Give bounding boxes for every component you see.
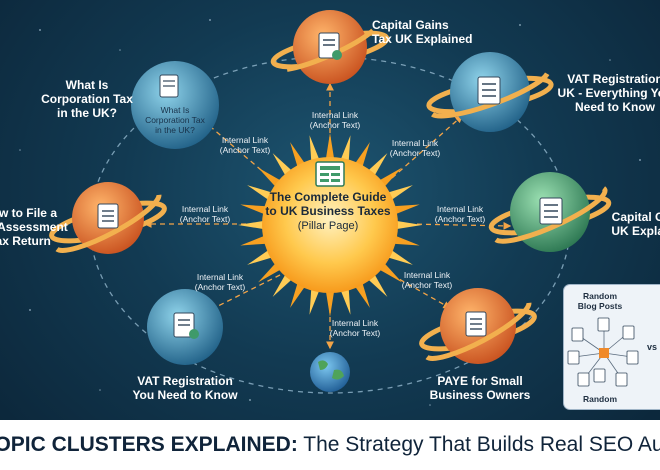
link-label-top: Internal Link (Anchor Text): [309, 110, 361, 130]
random-docs-graphic: [567, 317, 639, 387]
sun-ray: [309, 135, 321, 164]
pillar-page-label: The Complete Guide to UK Business Taxes …: [258, 190, 398, 233]
inset-footer: Random: [583, 394, 617, 404]
topic-cluster-diagram: [19, 10, 641, 406]
planet-right: [488, 172, 612, 252]
sun-ray: [339, 286, 351, 315]
label-right: Capital Gains UK Explained: [611, 210, 660, 238]
stars: [19, 19, 641, 406]
banner-title-rest: The Strategy That Builds Real SEO Author…: [303, 433, 660, 456]
planet-top: [270, 10, 390, 84]
sun-ray: [290, 142, 307, 170]
sun-ray: [325, 288, 335, 317]
sun-ray: [391, 234, 420, 246]
inset-title: Random Blog Posts: [577, 291, 623, 311]
sun-ray: [290, 280, 307, 308]
sun-ray: [238, 220, 267, 230]
label-bottom-right: PAYE for Small Business Owners: [429, 374, 531, 402]
link-label-left: Internal Link (Anchor Text): [179, 204, 231, 224]
pillar-title: The Complete Guide to UK Business Taxes: [265, 190, 391, 218]
link-label-top-left: Internal Link (Anchor Text): [219, 135, 271, 155]
pillar-document-icon: [315, 161, 345, 187]
link-label-right: Internal Link (Anchor Text): [434, 204, 486, 224]
sun-ray: [385, 248, 413, 265]
sun-ray: [325, 133, 335, 162]
planet-bottom-right: [419, 288, 537, 364]
label-top-left: What Is Corporation Tax in the UK?: [41, 78, 133, 120]
label-bottom-left: VAT Registration You Need to Know: [132, 374, 238, 402]
label-top: Capital Gains Tax UK Explained: [372, 18, 473, 46]
planet-bottom-left: [147, 289, 223, 365]
earth-planet: [310, 352, 350, 392]
label-left: How to File a Self Assessment Tax Return: [0, 206, 68, 248]
sun-ray: [391, 204, 420, 216]
link-label-bottom-left: Internal Link (Anchor Text): [194, 272, 246, 292]
sun-ray: [353, 280, 370, 308]
sun-ray: [385, 185, 413, 202]
planet-top-right: [426, 52, 554, 132]
sun-ray: [309, 286, 321, 315]
banner-title: TOPIC CLUSTERS EXPLAINED: The Strategy T…: [0, 433, 660, 457]
planet-top-left: [131, 61, 219, 149]
pillar-subtitle: (Pillar Page): [297, 220, 359, 232]
label-top-left-inner: What Is Corporation Tax in the UK?: [145, 105, 205, 135]
link-label-bottom-right: Internal Link (Anchor Text): [401, 270, 453, 290]
sun-ray: [240, 204, 269, 216]
sun-ray: [247, 185, 275, 202]
label-top-right: VAT Registration UK - Everything You Nee…: [557, 72, 660, 114]
title-banner: TOPIC CLUSTERS EXPLAINED: The Strategy T…: [0, 420, 660, 470]
sun-ray: [353, 142, 370, 170]
sun-ray: [247, 248, 275, 265]
planet-left: [49, 182, 167, 254]
pillar-sun: [262, 157, 398, 293]
link-label-bottom: Internal Link (Anchor Text): [329, 318, 381, 338]
random-posts-inset: Random Blog Posts vs Random: [563, 284, 660, 410]
sun-ray: [339, 135, 351, 164]
link-label-top-right: Internal Link (Anchor Text): [389, 138, 441, 158]
banner-title-bold: TOPIC CLUSTERS EXPLAINED:: [0, 433, 298, 456]
inset-vs: vs: [647, 342, 658, 352]
sun-ray: [393, 220, 422, 230]
sun-ray: [240, 234, 269, 246]
